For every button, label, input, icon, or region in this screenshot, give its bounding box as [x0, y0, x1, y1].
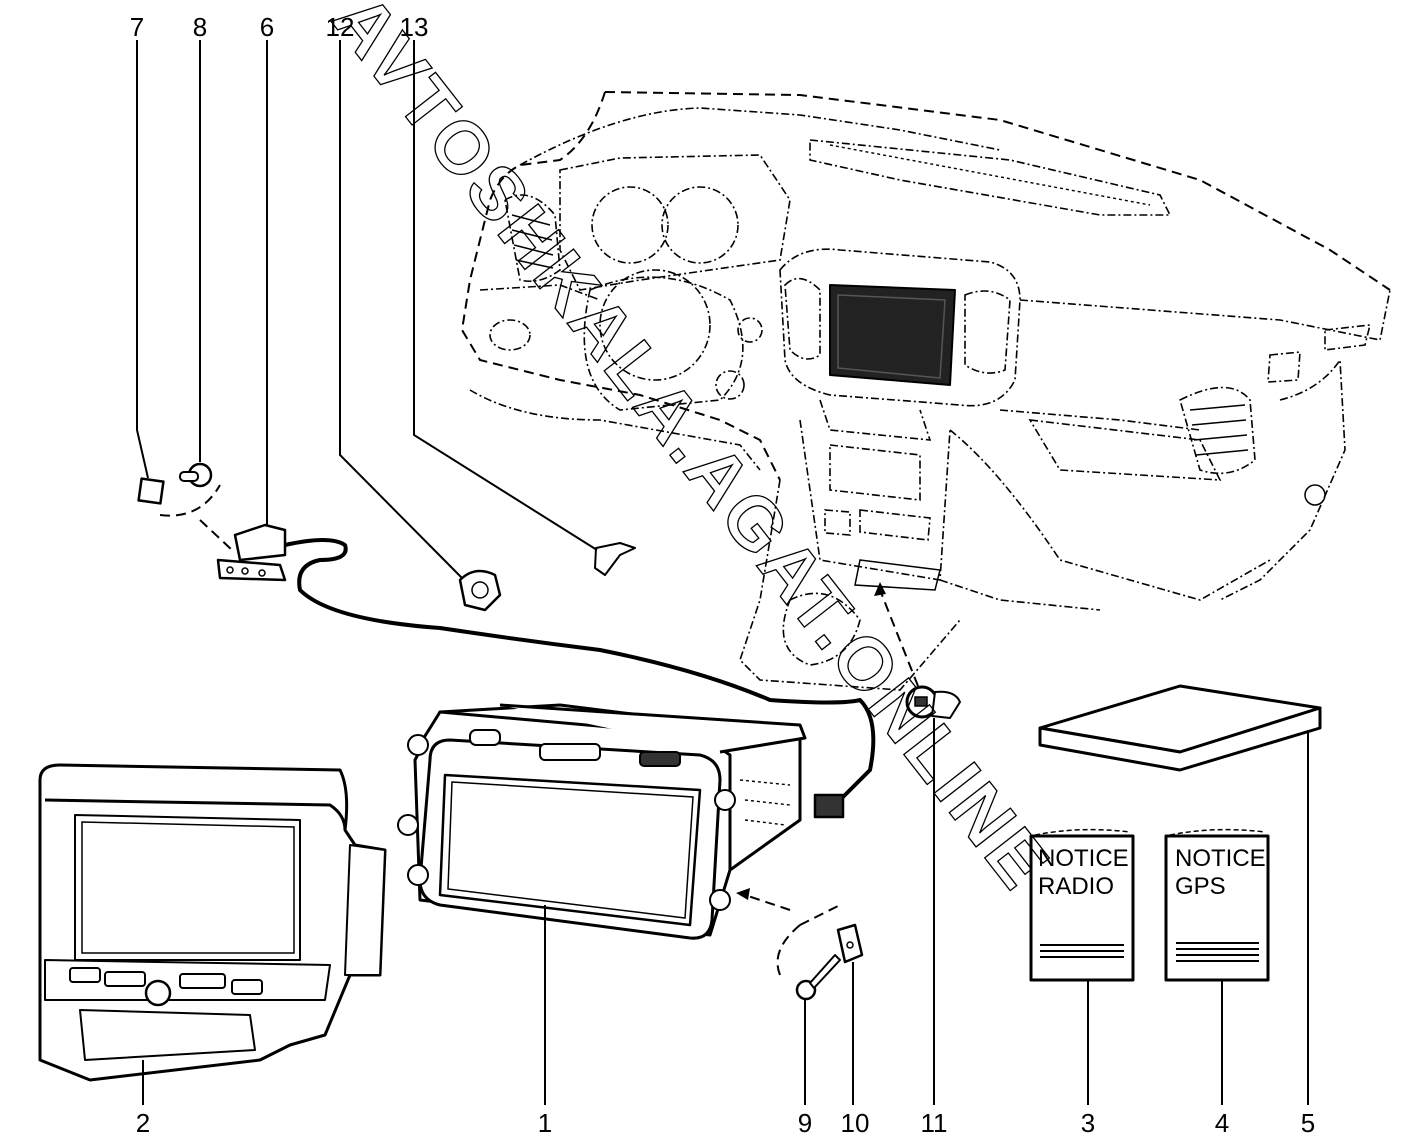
dashboard-outline: [460, 91, 1391, 691]
part-1-head-unit[interactable]: [397, 703, 807, 940]
callout-6: 6: [260, 12, 274, 42]
callout-10: 10: [841, 1108, 870, 1138]
leader-13: [413, 40, 598, 551]
callout-4: 4: [1215, 1108, 1229, 1138]
part-9-screw[interactable]: [795, 954, 841, 1001]
callout-3: 3: [1081, 1108, 1095, 1138]
arrow-head: [736, 888, 750, 900]
leader-lines: [136, 40, 1309, 1105]
assembly-path-6-7-8: [159, 484, 233, 551]
booklet-3-line2: RADIO: [1038, 873, 1114, 900]
part-6-module-cable[interactable]: [216, 523, 876, 819]
callout-labels: 7 8 6 12 13 2 1 9 10 11 3 4 5: [130, 12, 1315, 1138]
part-13-clip[interactable]: [594, 542, 636, 576]
callout-2: 2: [136, 1108, 150, 1138]
part-11-socket[interactable]: [905, 685, 961, 719]
callout-7: 7: [130, 12, 144, 42]
callout-9: 9: [798, 1108, 812, 1138]
booklet-4-line2: GPS: [1175, 873, 1226, 900]
callout-1: 1: [538, 1108, 552, 1138]
part-10-clip[interactable]: [836, 923, 864, 964]
part-4-gps-notice-booklet[interactable]: NOTICE GPS: [1164, 828, 1270, 982]
part-8-bolt[interactable]: [179, 462, 213, 488]
callout-5: 5: [1301, 1108, 1315, 1138]
part-3-radio-notice-booklet[interactable]: NOTICE RADIO: [1029, 828, 1135, 982]
callout-8: 8: [193, 12, 207, 42]
leader-7: [136, 40, 149, 479]
part-5-card-box[interactable]: [1038, 684, 1322, 772]
assembly-path-9-10: [744, 894, 841, 976]
callout-11: 11: [921, 1108, 948, 1138]
booklet-4-line1: NOTICE: [1175, 845, 1266, 872]
part-7-clip-nut[interactable]: [137, 477, 165, 505]
booklet-3-line1: NOTICE: [1038, 845, 1129, 872]
callout-12: 12: [326, 12, 355, 42]
part-2-bezel-panel[interactable]: [38, 763, 387, 1082]
assembly-path-11: [879, 589, 919, 687]
leader-12: [339, 40, 463, 579]
callout-13: 13: [400, 12, 429, 42]
part-12-connector[interactable]: [458, 569, 502, 612]
arrow-head: [874, 582, 886, 596]
